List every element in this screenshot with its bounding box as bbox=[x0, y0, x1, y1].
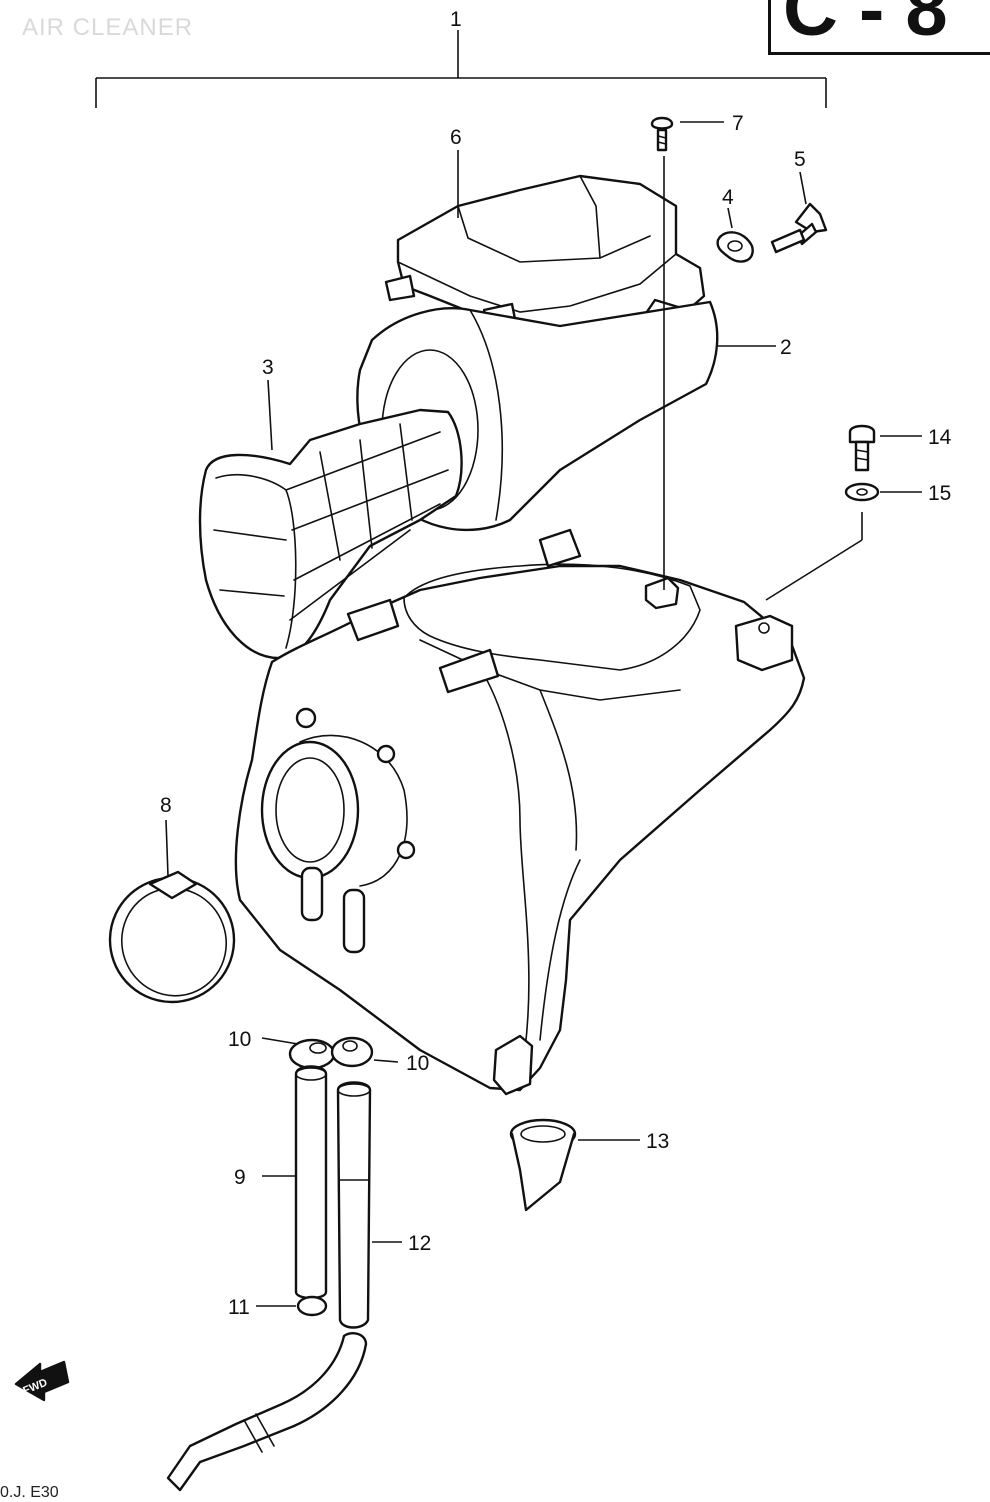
callout-8: 8 bbox=[160, 794, 172, 817]
callout-15: 15 bbox=[928, 482, 951, 505]
callout-9: 9 bbox=[234, 1166, 246, 1189]
hose-9 bbox=[294, 1065, 328, 1300]
callout-7: 7 bbox=[732, 112, 744, 135]
callout-10b: 10 bbox=[406, 1052, 429, 1075]
bolt-14 bbox=[848, 424, 876, 472]
screw-7 bbox=[650, 116, 674, 152]
callout-6: 6 bbox=[450, 126, 462, 149]
section-code-box: C - 8 bbox=[768, 0, 990, 55]
callout-13: 13 bbox=[646, 1130, 669, 1153]
assembly-bracket bbox=[95, 30, 827, 108]
clamp-8 bbox=[108, 870, 236, 1004]
callout-3: 3 bbox=[262, 356, 274, 379]
drain-cap-13 bbox=[509, 1118, 577, 1212]
callout-14: 14 bbox=[928, 426, 952, 449]
lower-case-2 bbox=[234, 528, 806, 1096]
callout-4: 4 bbox=[722, 186, 734, 209]
drain-tube bbox=[166, 1332, 368, 1492]
diagram-title: AIR CLEANER bbox=[22, 14, 194, 41]
washer-15 bbox=[844, 482, 880, 502]
washer-4 bbox=[716, 231, 754, 263]
reference-code: 0.J. E30 bbox=[0, 1484, 59, 1501]
callout-12: 12 bbox=[408, 1232, 431, 1255]
leader-lines bbox=[165, 121, 922, 1307]
hose-12 bbox=[336, 1081, 372, 1329]
callout-10a: 10 bbox=[228, 1028, 251, 1051]
section-code: C - 8 bbox=[783, 0, 948, 52]
fwd-arrow-icon bbox=[14, 1360, 70, 1402]
callout-1: 1 bbox=[450, 8, 462, 31]
cover-6 bbox=[384, 174, 706, 336]
filter-element-3 bbox=[198, 408, 463, 660]
callout-2: 2 bbox=[780, 336, 792, 359]
callout-labels: 1 2 3 4 5 6 7 8 9 10 10 11 12 13 14 15 F… bbox=[21, 8, 951, 1397]
plug-11 bbox=[296, 1295, 328, 1317]
callout-5: 5 bbox=[794, 148, 806, 171]
hose-clamp-10b bbox=[330, 1036, 374, 1068]
wing-bolt-5 bbox=[770, 202, 828, 254]
callout-11: 11 bbox=[228, 1296, 250, 1319]
